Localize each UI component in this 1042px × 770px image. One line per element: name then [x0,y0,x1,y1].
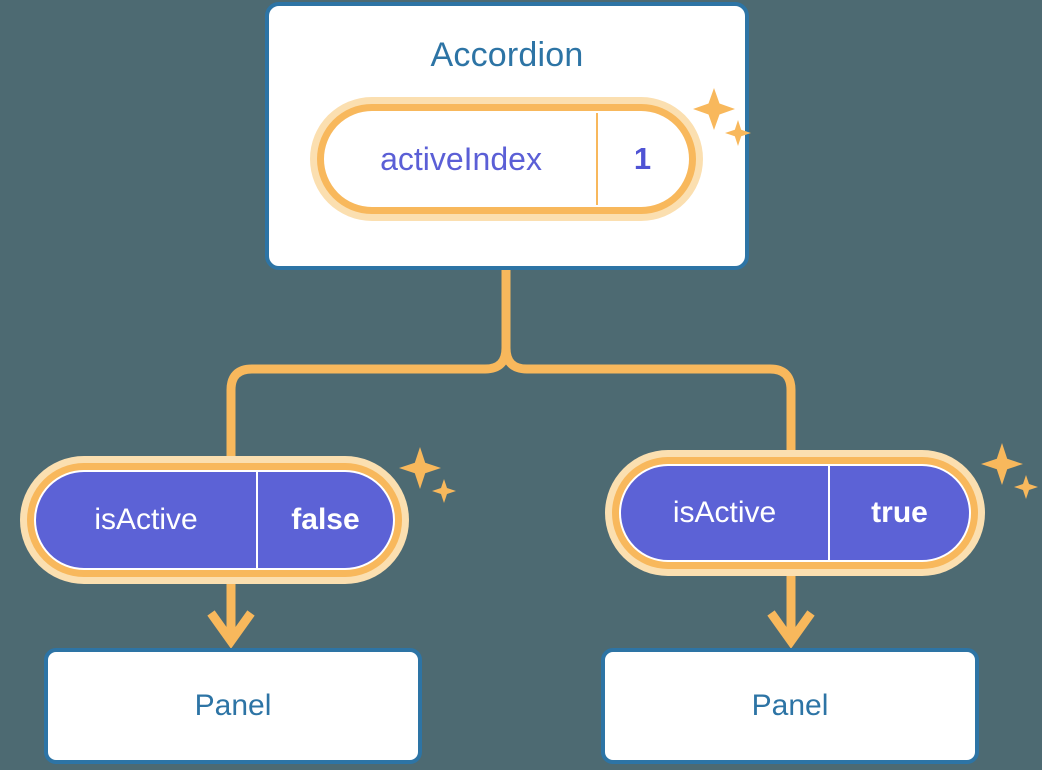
state-key-label: isActive [36,472,258,568]
arrow-down-icon-left [207,584,255,649]
sparkle-icon [399,447,456,503]
sparkle-icon [981,443,1038,499]
connector-right-branch [501,265,796,455]
pill-ring: isActive true [612,457,978,569]
connector-left-branch [226,265,511,461]
state-pill-isactive-right[interactable]: isActive true [605,450,985,576]
pill-ring: isActive false [27,463,402,577]
pill-inner: activeIndex 1 [324,111,689,207]
state-pill-isactive-left[interactable]: isActive false [20,456,409,584]
sparkle-large-icon [981,443,1023,485]
arrow-down-icon-right [767,576,815,649]
sparkle-small-icon [1014,475,1038,499]
pill-inner: isActive true [619,464,971,562]
panel-label: Panel [751,689,829,722]
panel-label: Panel [194,689,272,722]
sparkle-small-icon [432,479,456,503]
pill-inner: isActive false [34,470,395,570]
pill-ring: activeIndex 1 [317,104,696,214]
sparkle-large-icon [399,447,441,489]
state-key-label: isActive [621,466,830,560]
panel-card-left[interactable]: Panel [44,648,422,764]
state-key-label: activeIndex [326,113,598,205]
accordion-title: Accordion [430,36,584,74]
state-value-label: false [291,503,360,536]
panel-card-right[interactable]: Panel [601,648,979,764]
state-pill-activeindex[interactable]: activeIndex 1 [310,97,703,221]
state-value-label: 1 [633,141,652,176]
state-value-label: true [871,496,928,529]
